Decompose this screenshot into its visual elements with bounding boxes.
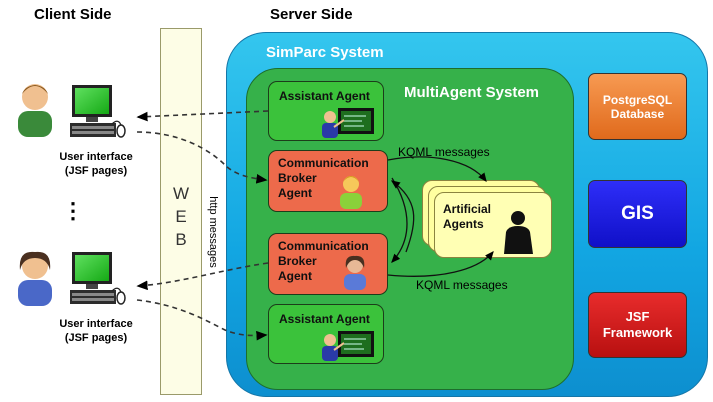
client-to-broker-top-arrow [136, 131, 268, 184]
clients-ellipsis: ⋮ [62, 198, 84, 223]
broker-loop-arrow [390, 180, 415, 253]
computer-icon [70, 252, 116, 304]
person-icon [18, 84, 52, 137]
broker-agent-bottom-label: Communication Broker Agent [278, 239, 369, 283]
person-icon [340, 176, 362, 209]
assistant-agent-bottom-label: Assistant Agent [279, 312, 370, 326]
user-interface-caption-top-line1: User interface [59, 151, 133, 163]
client-side-heading: Client Side [34, 6, 112, 23]
broker-bottom-to-client-arrow [136, 262, 269, 291]
artificial-agents-label: Artificial Agents [443, 202, 492, 231]
kqml-connectors [387, 156, 494, 277]
computer-icon [70, 85, 116, 137]
web-label: W E B [172, 184, 190, 249]
postgresql-database-box: PostgreSQL Database [588, 73, 687, 140]
kqml-messages-top-label: KQML messages [398, 145, 490, 159]
communication-broker-agent-top: Communication Broker Agent [268, 150, 388, 212]
mouse-icon [111, 287, 126, 305]
gis-box: GIS [588, 180, 687, 248]
broker-bottom-to-artificial-arrow [387, 251, 494, 277]
simparc-system-title: SimParc System [266, 44, 384, 61]
person-icon [18, 251, 52, 306]
jsf-framework-box: JSF Framework [588, 292, 687, 358]
teacher-icon [322, 331, 374, 361]
user-interface-caption-bottom: User interface (JSF pages) [46, 317, 146, 345]
kqml-messages-bottom-label: KQML messages [416, 278, 508, 292]
broker-agent-top-label: Communication Broker Agent [278, 156, 369, 200]
multiagent-system-title: MultiAgent System [404, 84, 540, 101]
client-to-assistant-bottom-arrow [136, 299, 268, 341]
assistant-top-to-client-arrow [136, 110, 269, 122]
http-connectors [136, 110, 269, 341]
user-interface-caption-bottom-line1: User interface [59, 318, 133, 330]
person-icon [344, 255, 366, 290]
user-interface-caption-top: User interface (JSF pages) [46, 150, 146, 178]
communication-broker-agent-bottom: Communication Broker Agent [268, 233, 388, 295]
silhouette-icon [504, 211, 533, 254]
user-interface-caption-bottom-line2: (JSF pages) [64, 332, 128, 344]
web-bar [160, 28, 202, 395]
broker-to-broker-arrow [391, 177, 408, 263]
server-side-heading: Server Side [270, 6, 353, 23]
user-interface-caption-top-line2: (JSF pages) [64, 165, 128, 177]
teacher-icon [322, 108, 374, 138]
assistant-agent-top-label: Assistant Agent [279, 89, 370, 103]
mouse-icon [111, 120, 126, 138]
artificial-agents-front-card: Artificial Agents [434, 192, 552, 258]
broker-top-to-artificial-arrow [387, 156, 487, 183]
